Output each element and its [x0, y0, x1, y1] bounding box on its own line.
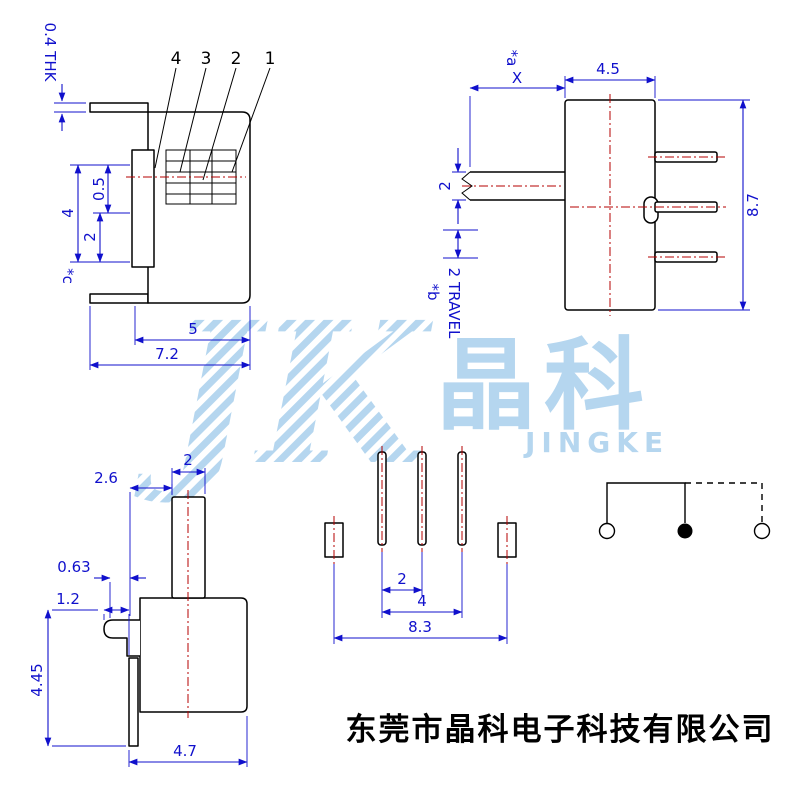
- dim-label-87: 8.7: [744, 193, 762, 217]
- lower-left-view: 2 2.6 0.63 1.2 4.45 4.7: [28, 451, 248, 767]
- side-right-extension-lines: [658, 99, 750, 311]
- watermark-cn-text: 晶科: [436, 327, 652, 444]
- terminal-open-right: [753, 522, 771, 540]
- watermark-en-text: JINGKE: [523, 426, 669, 459]
- watermark: JK 晶科 JINGKE: [134, 279, 669, 508]
- callout-leaders: [154, 67, 271, 181]
- front-top-pin: [89, 102, 149, 113]
- dim-label-thickness: 0.4 THK: [41, 23, 59, 83]
- dim-label-4: 4: [59, 208, 77, 218]
- dim-label-span-4: 4: [417, 592, 427, 610]
- dim-label-45: 4.5: [596, 60, 620, 78]
- bv-centerlines: [333, 446, 508, 564]
- circuit-schematic: [598, 482, 771, 540]
- dim-label-shaft-2: 2: [183, 451, 193, 469]
- watermark-jk-logo: JK: [134, 279, 433, 508]
- side-lever-break: [461, 171, 473, 201]
- travel-extension-lines: [443, 229, 478, 259]
- ll-plate: [128, 657, 139, 747]
- front-body: [147, 111, 251, 304]
- dim-label-pitch-2: 2: [397, 570, 407, 588]
- dim-label-12: 1.2: [56, 590, 80, 608]
- dim-label-5: 5: [188, 320, 198, 338]
- thk-extension-lines: [54, 102, 86, 113]
- ll-body: [139, 597, 248, 713]
- ll-hook: [103, 619, 140, 657]
- side-pin-centerlines: [570, 156, 726, 258]
- side-lever: [470, 171, 565, 201]
- company-name: 东莞市晶科电子科技有限公司: [346, 712, 775, 748]
- dim-label-lever-2: 2: [436, 181, 454, 191]
- callout-label: 4: [171, 49, 182, 69]
- dim-label-445: 4.45: [28, 663, 46, 696]
- dim-label-star-b: *b: [424, 283, 442, 300]
- callout-label: 3: [201, 49, 212, 69]
- dim-label-star-c: *c: [59, 268, 77, 284]
- ll-12-extension-lines: [103, 614, 130, 655]
- dim-label-47: 4.7: [173, 742, 197, 760]
- dim-label-72: 7.2: [155, 345, 179, 363]
- ll-445-extension-lines: [52, 609, 126, 747]
- dim-label-26: 2.6: [94, 469, 118, 487]
- terminal-common-filled: [677, 523, 693, 539]
- bottom-view: 2 4 8.3: [324, 446, 517, 644]
- side-view: X *a 4.5 8.7 2 2 TRAVEL *b: [424, 50, 762, 339]
- terminal-open-left: [598, 522, 616, 540]
- schematic-dashed-connection: [685, 482, 763, 523]
- dim-label-2: 2: [81, 232, 99, 242]
- dim-label-star-a: *a: [503, 50, 521, 67]
- callout-label: 2: [231, 49, 242, 69]
- schematic-solid-connection: [606, 482, 686, 523]
- callout-label: 1: [265, 49, 276, 69]
- dim-label-overall-83: 8.3: [408, 618, 432, 636]
- dim-label-05: 0.5: [90, 177, 108, 201]
- front-bottom-pin: [89, 293, 149, 304]
- dim-label-x: X: [512, 69, 522, 87]
- dim-label-travel: 2 TRAVEL: [445, 268, 463, 339]
- front-view: 4 3 2 1 0.4 THK 4 2 0.5 *c 5 7.2: [41, 23, 275, 370]
- bv-extension-lines: [333, 552, 508, 644]
- front-contact-lines: [166, 150, 236, 204]
- dim-label-063: 0.63: [57, 558, 90, 576]
- front-slider-knob: [131, 149, 155, 268]
